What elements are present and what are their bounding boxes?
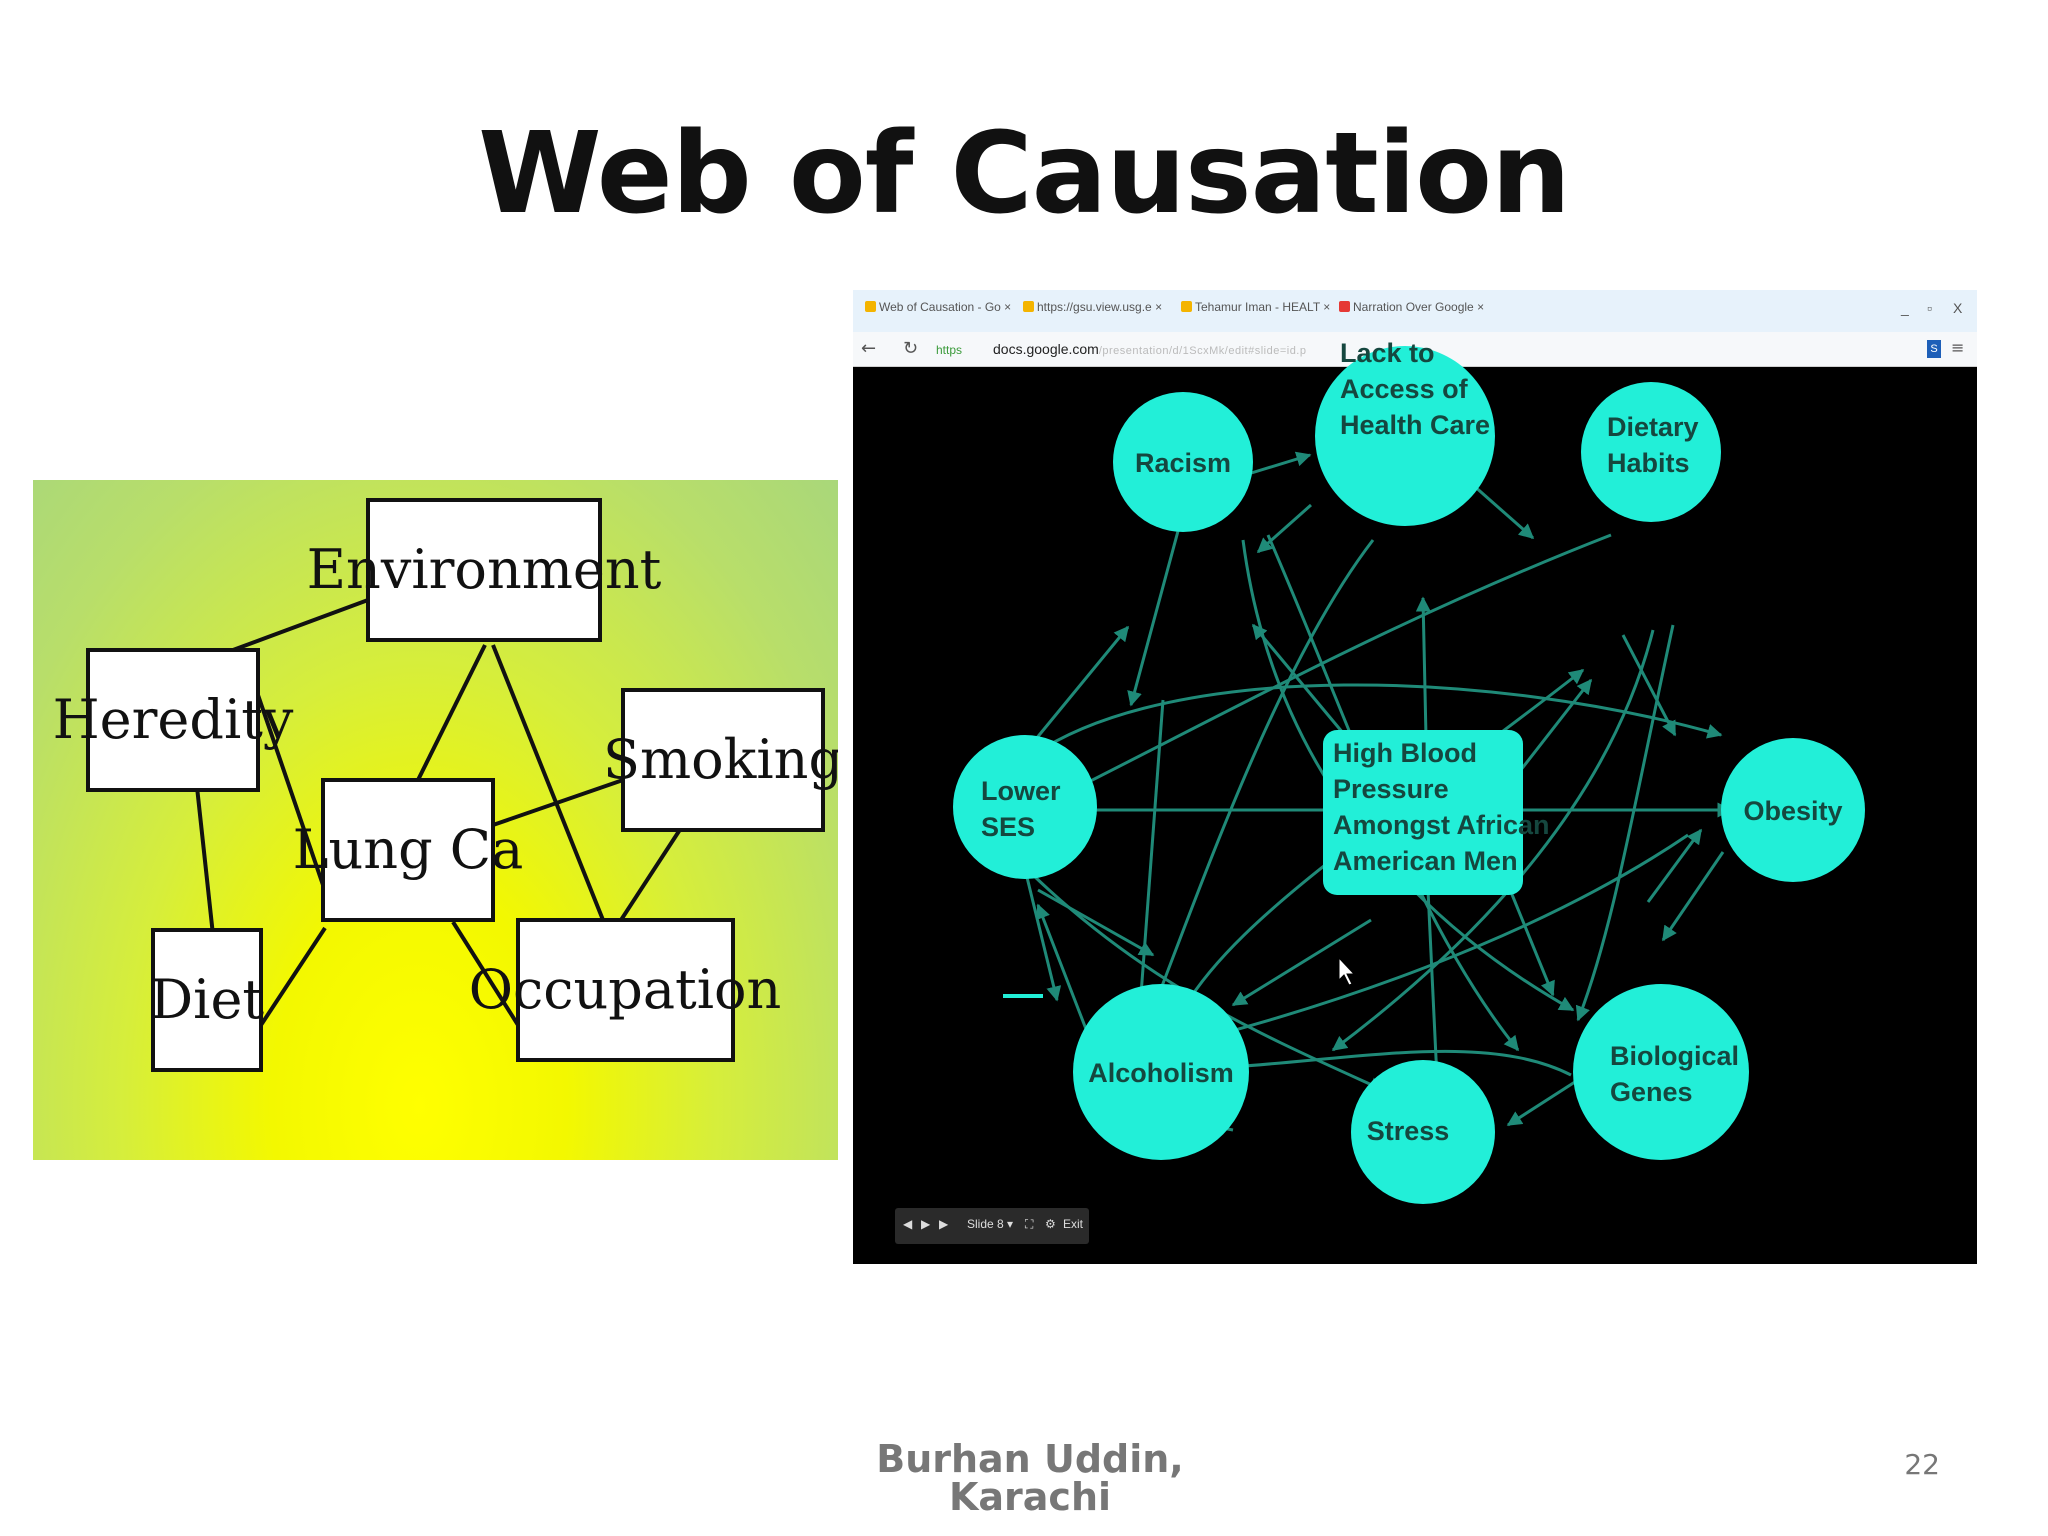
- node-lower-ses-label-2: SES: [981, 812, 1035, 842]
- youtube-favicon-icon: [1339, 301, 1350, 312]
- browser-window: Web of Causation - Go × https://gsu.view…: [853, 290, 1977, 1264]
- reload-icon[interactable]: ↻: [903, 338, 919, 359]
- url-domain: docs.google.com: [993, 341, 1099, 357]
- chrome-menu-icon[interactable]: ≡: [1951, 338, 1965, 357]
- node-bio-label-2: Genes: [1610, 1077, 1693, 1107]
- node-hbp-label-1: High Blood: [1333, 738, 1477, 768]
- node-alcoholism: Alcoholism: [1073, 984, 1249, 1160]
- back-arrow-icon[interactable]: ←: [861, 338, 877, 359]
- browser-tab-3[interactable]: Tehamur Iman - HEALT ×: [1181, 300, 1331, 326]
- browser-tab-2[interactable]: https://gsu.view.usg.e ×: [1023, 300, 1173, 326]
- restore-icon[interactable]: ▫: [1927, 300, 1932, 316]
- node-smoking-label: Smoking: [603, 728, 838, 791]
- node-biological-genes: Biological Genes: [1573, 984, 1749, 1160]
- node-hbp-label-4: American Men: [1333, 846, 1518, 876]
- page-number: 22: [1904, 1448, 1940, 1481]
- next-slide-icon[interactable]: ▶: [939, 1217, 949, 1231]
- node-heredity-label: Heredity: [53, 688, 294, 751]
- minimize-icon[interactable]: _: [1901, 300, 1909, 316]
- url-path: /presentation/d/1ScxMk/edit#slide=id.p: [1098, 345, 1307, 357]
- node-smoking: Smoking: [603, 688, 838, 832]
- node-dietary-label-2: Habits: [1607, 448, 1690, 478]
- node-high-blood-pressure: High Blood Pressure Amongst African Amer…: [1323, 730, 1550, 895]
- node-lung-ca: Lung Ca: [293, 778, 524, 922]
- lung-cancer-web-diagram: Environment Heredity Smoking Lung Ca Die…: [33, 480, 838, 1160]
- exit-button[interactable]: Exit: [1063, 1217, 1084, 1231]
- node-dietary-label-1: Dietary: [1607, 412, 1699, 442]
- footer-author-line-1: Burhan Uddin,: [876, 1437, 1184, 1481]
- fullscreen-icon[interactable]: ⛶: [1025, 1217, 1034, 1231]
- node-lower-ses: Lower SES: [953, 735, 1097, 879]
- slide-title: Web of Causation: [478, 109, 1571, 239]
- node-environment: Environment: [307, 498, 662, 642]
- node-lung-ca-label: Lung Ca: [293, 818, 524, 881]
- node-heredity: Heredity: [53, 648, 294, 792]
- node-hbp-label-3: Amongst African: [1333, 810, 1550, 840]
- node-obesity: Obesity: [1721, 738, 1865, 882]
- gear-icon[interactable]: ⚙: [1045, 1217, 1056, 1231]
- node-stress: Stress: [1351, 1060, 1495, 1204]
- play-icon[interactable]: ▶: [921, 1217, 931, 1231]
- slide-selector[interactable]: Slide 8 ▾: [967, 1217, 1014, 1231]
- node-stress-label: Stress: [1367, 1116, 1450, 1146]
- node-diet: Diet: [150, 928, 265, 1072]
- node-dietary-habits: Dietary Habits: [1581, 382, 1721, 522]
- node-racism: Racism: [1113, 392, 1253, 532]
- url-field[interactable]: docs.google.com/presentation/d/1ScxMk/ed…: [993, 341, 1306, 357]
- browser-tab-4[interactable]: Narration Over Google ×: [1339, 300, 1489, 326]
- node-bio-label-1: Biological: [1610, 1041, 1739, 1071]
- node-racism-label: Racism: [1135, 448, 1231, 478]
- node-lack-of-access: Lack to Access of Health Care: [1315, 338, 1495, 526]
- node-obesity-label: Obesity: [1743, 796, 1842, 826]
- extension-icon[interactable]: S: [1927, 340, 1941, 358]
- footer-author-line-2: Karachi: [948, 1475, 1112, 1519]
- node-lack-access-label-3: Health Care: [1340, 410, 1490, 440]
- slide-controls: ◀ ▶ ▶ Slide 8 ▾ ⛶ ⚙ Exit: [895, 1208, 1089, 1244]
- node-occupation: Occupation: [469, 918, 782, 1062]
- node-lower-ses-label-1: Lower: [981, 776, 1061, 806]
- mouse-cursor-icon: [1338, 956, 1356, 986]
- lung-cancer-web-svg: Environment Heredity Smoking Lung Ca Die…: [53, 498, 838, 1072]
- footer-author: Burhan Uddin, Karachi: [870, 1440, 1190, 1516]
- hypertension-web-svg: Racism Lack to Access of Health Care Die…: [953, 338, 1865, 1204]
- node-hbp-label-2: Pressure: [1333, 774, 1449, 804]
- node-lack-access-label-1: Lack to: [1340, 338, 1435, 368]
- https-label: https: [936, 343, 963, 357]
- node-occupation-label: Occupation: [469, 958, 782, 1021]
- close-window-icon[interactable]: X: [1953, 300, 1963, 316]
- page-favicon-icon: [1023, 301, 1034, 312]
- browser-tab-1[interactable]: Web of Causation - Go ×: [865, 300, 1015, 326]
- node-alcoholism-label: Alcoholism: [1088, 1058, 1234, 1088]
- slides-favicon-icon: [865, 301, 876, 312]
- node-environment-label: Environment: [307, 538, 662, 601]
- browser-tab-bar: Web of Causation - Go × https://gsu.view…: [853, 290, 1977, 332]
- node-diet-label: Diet: [150, 968, 265, 1031]
- prev-slide-icon[interactable]: ◀: [903, 1217, 913, 1231]
- page-favicon-icon: [1181, 301, 1192, 312]
- node-lack-access-label-2: Access of: [1340, 374, 1469, 404]
